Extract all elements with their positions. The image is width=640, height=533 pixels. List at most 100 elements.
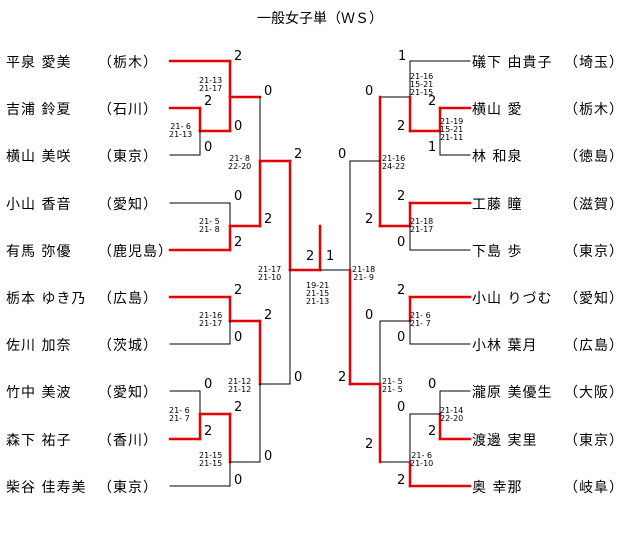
left-player-7: 佐川 加奈（茨城） (6, 335, 158, 355)
player-name: 横山 愛 (472, 102, 523, 118)
match-score: 0 (294, 370, 303, 385)
bracket-title: 一般女子単（ＷＳ） (257, 11, 383, 27)
player-name: 吉浦 鈴夏 (6, 102, 72, 118)
player-name: 礒下 由貴子 (472, 55, 553, 71)
match-score: 2 (264, 212, 273, 227)
player-prefecture: （徳島） (564, 149, 624, 165)
right-player-1: 礒下 由貴子 （埼玉） (472, 52, 624, 72)
player-prefecture: （愛知） (98, 197, 158, 213)
match-score: 0 (338, 147, 347, 162)
player-prefecture: （東京） (564, 244, 624, 260)
match-score: 0 (234, 473, 243, 488)
match-score: 2 (365, 437, 374, 452)
match-score: 2 (397, 473, 406, 488)
left-player-5: 有馬 弥優（鹿児島） (6, 241, 173, 261)
left-player-4: 小山 香音 （愛知） (6, 194, 158, 214)
match-score: 2 (306, 249, 315, 264)
match-score: 2 (234, 49, 243, 64)
player-name: 横山 美咲 (6, 149, 72, 165)
player-prefecture: （大阪） (564, 385, 624, 401)
player-name: 有馬 弥優 (6, 244, 72, 260)
right-player-6: 小山 りづむ （愛知） (472, 288, 624, 308)
match-score: 2 (397, 189, 406, 204)
player-prefecture: （埼玉） (564, 55, 624, 71)
left-player-6: 栃本 ゆき乃（広島） (6, 288, 158, 308)
player-name: 森下 祐子 (6, 433, 72, 449)
match-score: 0 (204, 377, 213, 392)
left-player-10: 柴谷 佳寿美（東京） (6, 477, 158, 497)
right-player-7: 小林 葉月 （広島） (472, 335, 624, 355)
player-prefecture: （香川） (98, 433, 158, 449)
match-score: 0 (264, 84, 273, 99)
match-score: 2 (397, 119, 406, 134)
match-score: 0 (204, 140, 213, 155)
match-score: 0 (365, 84, 374, 99)
right-player-10: 奥 幸那 （岐阜） (472, 477, 624, 497)
left-player-2: 吉浦 鈴夏 （石川） (6, 99, 158, 119)
player-prefecture: （愛知） (98, 385, 158, 401)
player-name: 竹中 美波 (6, 385, 72, 401)
player-prefecture: （栃木） (564, 102, 624, 118)
left-player-1: 平泉 愛美 （栃木） (6, 52, 158, 72)
right-player-3: 林 和泉（徳島） (472, 146, 624, 166)
match-score: 2 (294, 147, 303, 162)
match-score: 0 (397, 400, 406, 415)
match-score: 2 (264, 308, 273, 323)
player-name: 渡邊 実里 (472, 433, 538, 449)
match-score: 2 (428, 94, 437, 109)
right-player-2: 横山 愛 （栃木） (472, 99, 624, 119)
player-prefecture: （滋賀） (564, 197, 624, 213)
match-score: 0 (234, 330, 243, 345)
player-name: 瀧原 美優生 (472, 385, 553, 401)
player-name: 柴谷 佳寿美 (6, 480, 87, 496)
player-prefecture: （広島） (564, 338, 624, 354)
player-name: 小山 香音 (6, 197, 72, 213)
right-player-9: 渡邊 実里（東京） (472, 430, 624, 450)
match-score: 1 (398, 49, 407, 64)
left-player-8: 竹中 美波 （愛知） (6, 382, 158, 402)
match-score: 0 (428, 377, 437, 392)
match-score: 1 (428, 140, 437, 155)
match-score: 2 (338, 370, 347, 385)
player-name: 奥 幸那 (472, 480, 523, 496)
player-prefecture: （東京） (98, 149, 158, 165)
match-score: 0 (365, 308, 374, 323)
match-score: 0 (234, 119, 243, 134)
player-prefecture: （広島） (98, 291, 158, 307)
match-score: 2 (234, 235, 243, 250)
match-score: 0 (397, 330, 406, 345)
player-prefecture: （栃木） (98, 55, 158, 71)
player-name: 小林 葉月 (472, 338, 538, 354)
right-player-5: 下島 歩 （東京） (472, 241, 624, 261)
right-player-8: 瀧原 美優生 （大阪） (472, 382, 624, 402)
player-prefecture: （石川） (98, 102, 158, 118)
right-player-4: 工藤 瞳 （滋賀） (472, 194, 624, 214)
player-name: 工藤 瞳 (472, 197, 523, 213)
left-player-3: 横山 美咲 （東京） (6, 146, 158, 166)
match-score: 2 (204, 94, 213, 109)
player-name: 小山 りづむ (472, 291, 553, 307)
player-prefecture: （愛知） (564, 291, 624, 307)
player-name: 下島 歩 (472, 244, 523, 260)
match-score: 0 (397, 235, 406, 250)
player-prefecture: （岐阜） (564, 480, 624, 496)
player-name: 平泉 愛美 (6, 55, 72, 71)
match-score: 2 (204, 424, 213, 439)
match-score: 0 (264, 449, 273, 464)
match-score: 2 (234, 400, 243, 415)
